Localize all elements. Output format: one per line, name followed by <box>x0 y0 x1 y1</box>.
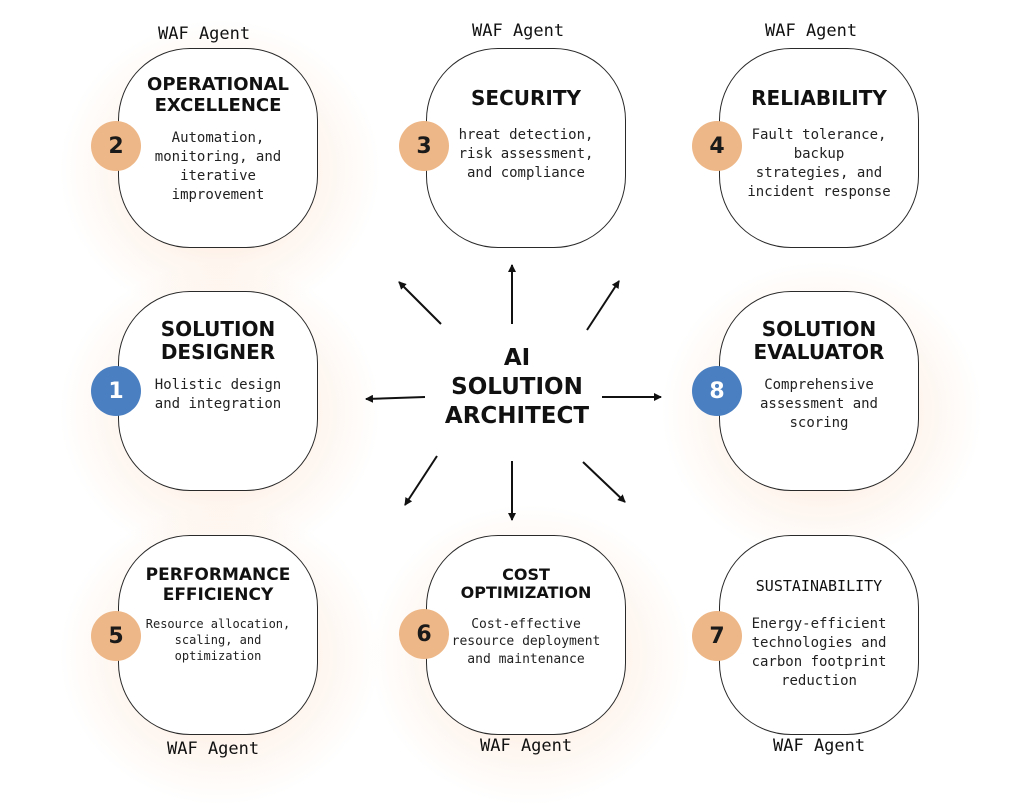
center-title-line: AI <box>503 345 531 371</box>
card-desc-line: incident response <box>747 183 891 200</box>
card-desc-line: and integration <box>154 395 282 412</box>
card-cost-optimization: COST OPTIMIZATION Cost-effective resourc… <box>426 535 626 735</box>
card-security: SECURITY hreat detection, risk assessmen… <box>426 48 626 248</box>
card-operational-excellence: OPERATIONAL EXCELLENCE Automation, monit… <box>118 48 318 248</box>
waf-agent-label-security: WAF Agent <box>472 21 565 41</box>
card-desc-line: backup <box>793 145 845 162</box>
card-title-line: COST <box>502 565 550 584</box>
card-desc-line: Holistic design <box>154 377 282 393</box>
arrow-to-reliability <box>586 280 620 331</box>
card-performance-efficiency: PERFORMANCE EFFICIENCY Resource allocati… <box>118 535 318 735</box>
arrow-to-operational-excellence <box>398 281 442 325</box>
card-desc-line: scoring <box>789 414 849 431</box>
card-desc-line: monitoring, and <box>154 149 282 166</box>
card-title-line: DESIGNER <box>160 340 276 364</box>
arrow-to-performance-efficiency <box>404 455 438 506</box>
card-desc-line: and compliance <box>466 164 585 181</box>
card-title-line: EVALUATOR <box>753 340 885 364</box>
card-desc-line: hreat detection, <box>458 127 594 143</box>
card-desc-line: risk assessment, <box>458 145 594 162</box>
connector-arrows <box>365 264 662 521</box>
step-badge-7: 7 <box>692 611 742 661</box>
card-desc-line: and maintenance <box>467 651 585 667</box>
card-title-line: RELIABILITY <box>751 86 887 110</box>
waf-agent-label-cost: WAF Agent <box>480 736 573 756</box>
card-desc-line: assessment and <box>759 395 878 412</box>
step-badge-5: 5 <box>91 611 141 661</box>
step-badge-8: 8 <box>692 366 742 416</box>
card-desc-line: Fault tolerance, <box>751 127 887 143</box>
card-reliability: RELIABILITY Fault tolerance, backup stra… <box>719 48 919 248</box>
card-desc-line: resource deployment <box>451 634 601 650</box>
card-desc-line: Automation, <box>171 130 265 147</box>
card-title-line: EFFICIENCY <box>162 584 274 605</box>
waf-agent-label-operational: WAF Agent <box>158 24 251 44</box>
card-desc-line: carbon footprint <box>751 654 887 671</box>
card-solution-designer: SOLUTION DESIGNER Holistic design and in… <box>118 291 318 491</box>
step-badge-6: 6 <box>399 609 449 659</box>
card-title-line: PERFORMANCE <box>145 565 291 585</box>
step-badge-3: 3 <box>399 121 449 171</box>
card-solution-evaluator: SOLUTION EVALUATOR Comprehensive assessm… <box>719 291 919 491</box>
card-desc-line: Comprehensive <box>764 377 874 393</box>
step-badge-4: 4 <box>692 121 742 171</box>
center-title-line: ARCHITECT <box>444 402 590 429</box>
step-badge-2: 2 <box>91 121 141 171</box>
card-desc-line: Energy-efficient <box>751 616 887 633</box>
arrow-to-solution-designer <box>365 394 426 403</box>
card-sustainability: SUSTAINABILITY Energy-efficient technolo… <box>719 535 919 735</box>
card-desc-line: scaling, and <box>174 633 262 648</box>
card-desc-line: technologies and <box>751 635 887 652</box>
card-title-line: OPERATIONAL <box>147 74 289 95</box>
card-desc-line: Resource allocation, <box>145 617 291 632</box>
card-desc-line: reduction <box>781 672 857 689</box>
card-title-line: EXCELLENCE <box>154 94 282 116</box>
card-desc-line: improvement <box>171 187 265 204</box>
waf-agent-label-reliability: WAF Agent <box>765 21 858 41</box>
card-desc-line: iterative <box>180 168 256 185</box>
card-desc-line: optimization <box>174 649 262 664</box>
step-badge-1: 1 <box>91 366 141 416</box>
waf-agent-label-performance: WAF Agent <box>167 739 260 759</box>
card-title-line: SUSTAINABILITY <box>755 577 883 595</box>
waf-agent-label-sustainability: WAF Agent <box>773 736 866 756</box>
card-desc-line: Cost-effective <box>471 616 581 632</box>
card-title-line: OPTIMIZATION <box>460 583 592 603</box>
center-title: AI SOLUTION ARCHITECT <box>412 344 622 430</box>
card-title-line: SOLUTION <box>160 317 276 341</box>
card-desc-line: strategies, and <box>755 164 883 181</box>
card-title-line: SECURITY <box>471 86 581 110</box>
arrow-to-sustainability <box>582 461 626 503</box>
card-title-line: SOLUTION <box>761 317 877 341</box>
center-title-line: SOLUTION <box>451 373 583 400</box>
